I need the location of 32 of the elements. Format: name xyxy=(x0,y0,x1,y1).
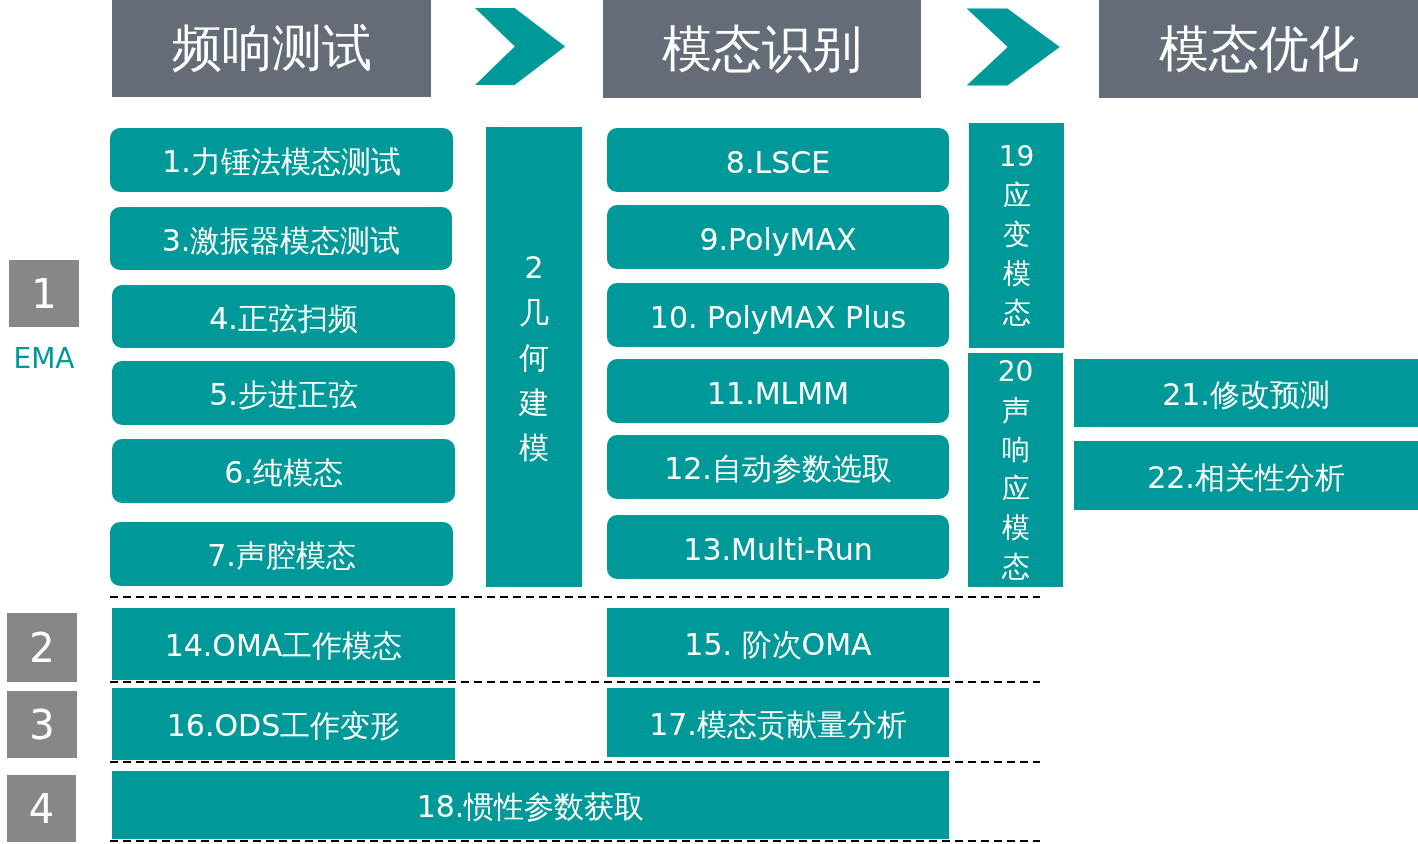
method-box: 6.纯模态 xyxy=(112,439,455,503)
method-box: 14.OMA工作模态 xyxy=(112,608,455,680)
stage-header: 频响测试 xyxy=(112,0,431,97)
method-box: 9.PolyMAX xyxy=(607,205,949,269)
method-box: 4.正弦扫频 xyxy=(112,285,455,348)
stage-header: 模态识别 xyxy=(603,0,921,98)
method-box: 21.修改预测 xyxy=(1074,359,1418,427)
method-box: 10. PolyMAX Plus xyxy=(607,283,949,347)
method-box: 17.模态贡献量分析 xyxy=(607,688,949,757)
method-box: 7.声腔模态 xyxy=(110,522,453,586)
chevron-arrow xyxy=(966,8,1060,86)
method-box: 15. 阶次OMA xyxy=(607,608,949,677)
row-caption: EMA xyxy=(12,340,76,376)
vertical-band: 19 应变模态 xyxy=(969,123,1064,348)
method-box: 22.相关性分析 xyxy=(1074,441,1418,510)
method-box: 1.力锤法模态测试 xyxy=(110,128,453,192)
stage-header: 模态优化 xyxy=(1099,0,1418,98)
chevron-arrow xyxy=(475,8,566,85)
method-box: 12.自动参数选取 xyxy=(607,435,949,499)
method-box: 11.MLMM xyxy=(607,359,949,423)
row-number-box: 1 xyxy=(9,260,79,327)
method-box: 16.ODS工作变形 xyxy=(112,688,455,760)
row-number-box: 3 xyxy=(7,691,77,758)
vertical-band: 20 声响应模态 xyxy=(968,353,1063,587)
method-box: 5.步进正弦 xyxy=(112,361,455,425)
method-box: 3.激振器模态测试 xyxy=(110,207,452,270)
method-box: 13.Multi-Run xyxy=(607,515,949,579)
vertical-band: 2 几何建模 xyxy=(486,127,582,587)
method-box: 18.惯性参数获取 xyxy=(112,771,949,839)
row-number-box: 2 xyxy=(7,613,77,682)
method-box: 8.LSCE xyxy=(607,128,949,192)
row-number-box: 4 xyxy=(7,775,76,842)
